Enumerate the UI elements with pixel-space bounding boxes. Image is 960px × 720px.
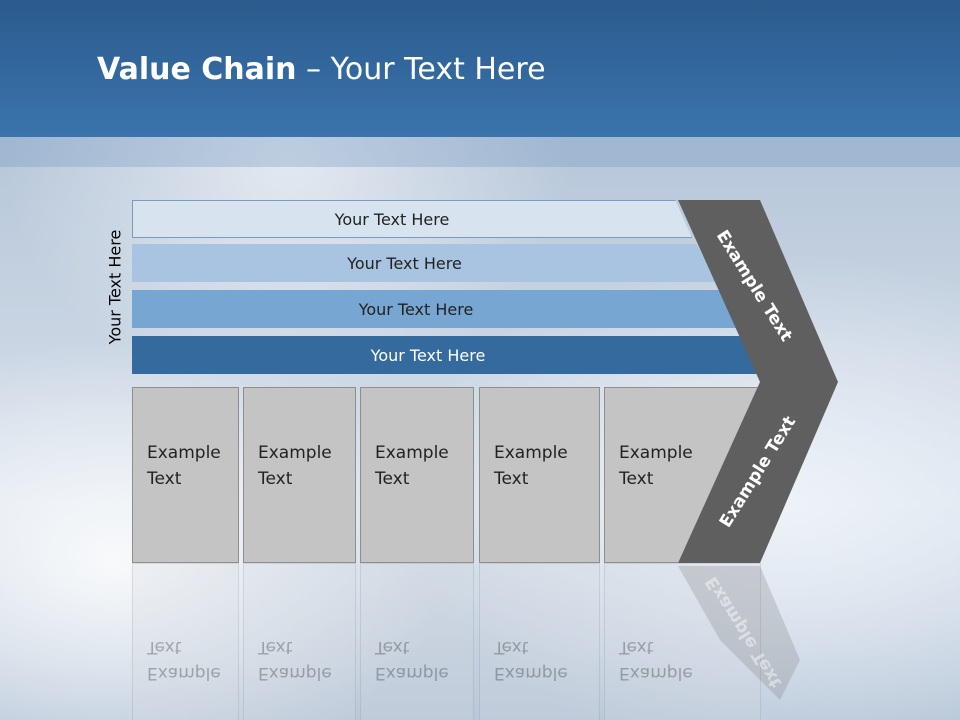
value-bar-2[interactable]: Your Text Here bbox=[132, 244, 717, 282]
value-bar-label: Your Text Here bbox=[358, 299, 474, 319]
activity-box-line1: Example bbox=[147, 443, 221, 463]
activity-box-3[interactable]: Example Text bbox=[360, 387, 474, 563]
title-bold: Value Chain bbox=[97, 52, 297, 87]
activity-box-line1: Example bbox=[258, 443, 332, 463]
activity-box-line1: Example bbox=[494, 443, 568, 463]
title-rest: – Your Text Here bbox=[296, 52, 546, 87]
slide-title[interactable]: Value Chain – Your Text Here bbox=[97, 52, 546, 87]
value-bar-1[interactable]: Your Text Here bbox=[132, 200, 692, 238]
activity-box-line2: Text bbox=[258, 469, 293, 489]
activity-box-1[interactable]: Example Text bbox=[132, 387, 239, 563]
value-bar-label: Your Text Here bbox=[334, 209, 450, 229]
value-bar-label: Your Text Here bbox=[347, 253, 462, 273]
activity-box-line2: Text bbox=[619, 469, 654, 489]
value-bar-label: Your Text Here bbox=[370, 345, 486, 365]
chevron-arrow-shape bbox=[678, 200, 838, 563]
activity-box-line2: Text bbox=[494, 469, 529, 489]
activity-box-line1: Example bbox=[619, 443, 693, 463]
activity-box-line2: Text bbox=[147, 469, 182, 489]
activity-box-line2: Text bbox=[375, 469, 410, 489]
chevron-arrow-reflection bbox=[678, 566, 800, 700]
activity-box-4[interactable]: Example Text bbox=[479, 387, 600, 563]
activity-box-2[interactable]: Example Text bbox=[243, 387, 356, 563]
activity-box-line1: Example bbox=[375, 443, 449, 463]
header-bar bbox=[0, 0, 960, 137]
header-band bbox=[0, 137, 960, 167]
value-bar-4[interactable]: Your Text Here bbox=[132, 336, 764, 374]
value-bar-3[interactable]: Your Text Here bbox=[132, 290, 740, 328]
